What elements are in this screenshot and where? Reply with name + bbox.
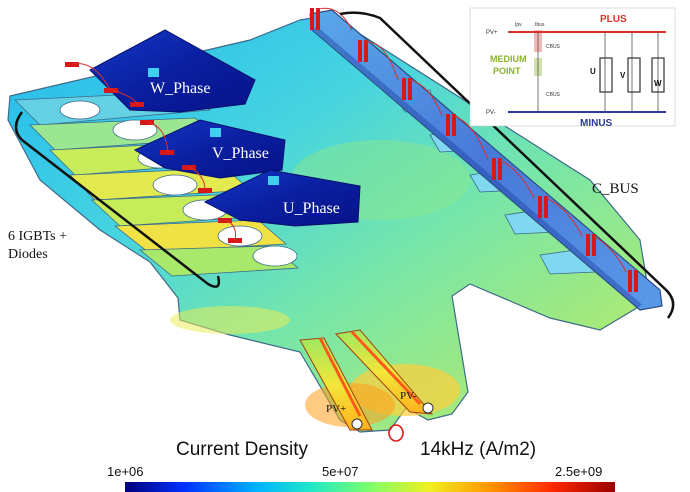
schematic-inset: PLUS PV+ Ipv Ibus MEDIUM POINT CBUS CBUS… bbox=[469, 7, 676, 129]
colorbar-mid-label: 5e+07 bbox=[322, 464, 359, 479]
phase-plate-w bbox=[89, 29, 256, 113]
caption-title: Current Density bbox=[176, 439, 308, 460]
pv-plus-label: PV+ bbox=[326, 403, 346, 415]
colorbar-max-label: 2.5e+09 bbox=[555, 464, 602, 479]
schematic-pv-minus: PV- bbox=[486, 110, 496, 116]
schematic-medium-line2: POINT bbox=[493, 66, 521, 76]
c-bus-label: C_BUS bbox=[592, 181, 639, 197]
schematic-plus-label: PLUS bbox=[600, 14, 627, 25]
schematic-pv-plus: PV+ bbox=[486, 30, 498, 36]
w-phase-label: W_Phase bbox=[150, 80, 210, 97]
v-phase-label: V_Phase bbox=[212, 145, 269, 162]
schematic-ibus: Ibus bbox=[535, 22, 545, 28]
colorbar-min-label: 1e+06 bbox=[107, 464, 144, 479]
wire-arcs bbox=[71, 7, 627, 273]
schematic-u: U bbox=[590, 67, 596, 76]
schematic-cbus-bottom: CBUS bbox=[546, 92, 561, 98]
igbt-label-line2: Diodes bbox=[8, 247, 48, 262]
colorbar bbox=[125, 482, 615, 492]
caption-subtitle: 14kHz (A/m2) bbox=[420, 439, 536, 460]
schematic-w: W bbox=[654, 79, 662, 88]
igbt-brace bbox=[14, 111, 221, 288]
schematic-minus-label: MINUS bbox=[580, 118, 613, 129]
phase-plate-u bbox=[203, 169, 361, 227]
c-bus-brace bbox=[339, 11, 675, 319]
igbt-label-line1: 6 IGBTs + bbox=[8, 229, 67, 244]
schematic-medium-line1: MEDIUM bbox=[490, 54, 527, 64]
u-phase-label: U_Phase bbox=[283, 200, 340, 217]
phase-plate-v bbox=[133, 119, 286, 179]
pv-minus-label: PV- bbox=[400, 390, 417, 402]
schematic-ipv: Ipv bbox=[515, 22, 522, 28]
schematic-v: V bbox=[620, 71, 626, 80]
pv-terminal-marker bbox=[388, 424, 404, 442]
schematic-cbus-top: CBUS bbox=[546, 44, 561, 50]
